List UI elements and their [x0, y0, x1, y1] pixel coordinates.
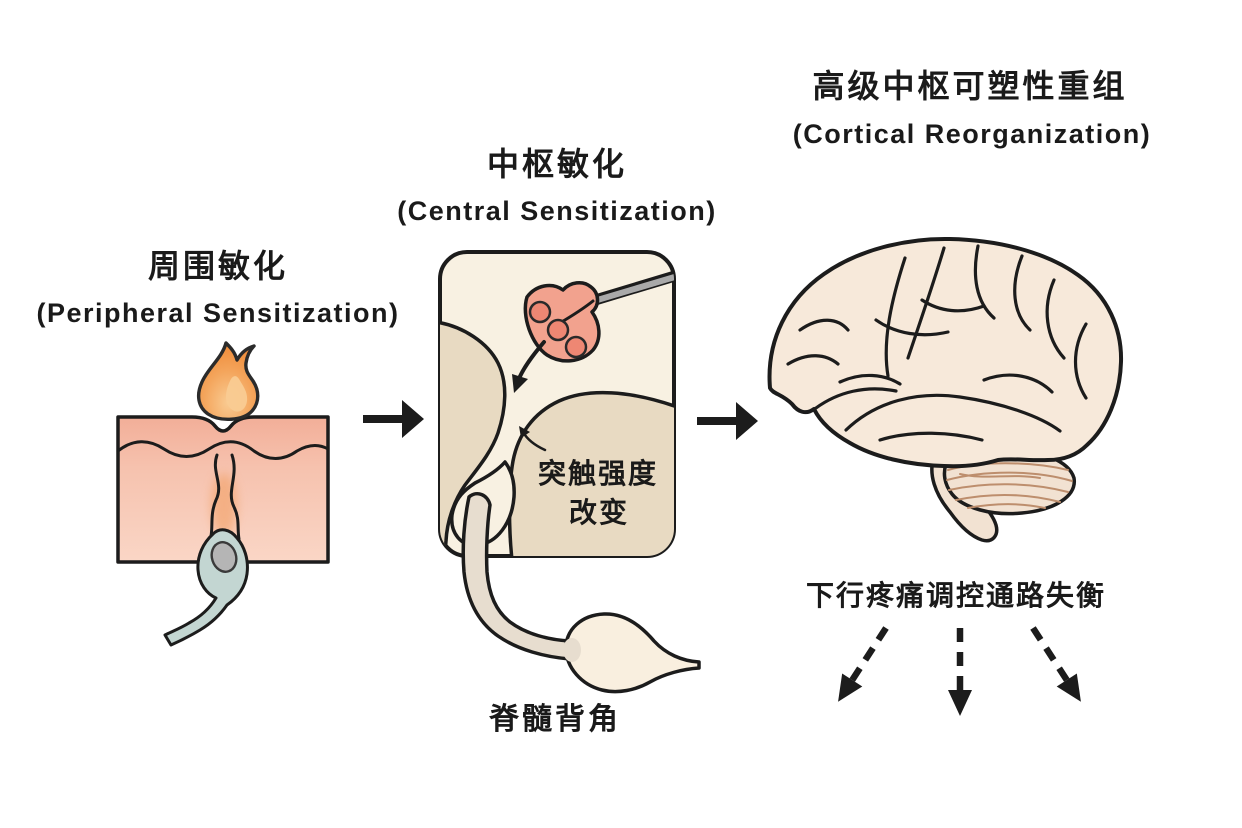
stage1-title-zh: 周围敏化: [147, 248, 289, 284]
synapse-arrow-icon: [512, 340, 546, 393]
stage2-title-en: (Central Sensitization): [397, 196, 717, 226]
dashed-arrow-icon: [838, 626, 889, 702]
vesicle-icon: [546, 318, 570, 342]
nerve-fiber-right-line: [229, 453, 241, 541]
dorsal-horn-panel-icon: [438, 250, 676, 558]
axon-end-cap: [563, 638, 581, 662]
spinal-dorsal-horn-label: 脊髓背角: [489, 703, 621, 736]
nerve-fiber-left-line: [209, 453, 221, 538]
flow-arrow-icon: [697, 402, 758, 440]
stage1-title-en: (Peripheral Sensitization): [36, 298, 400, 328]
vesicle-icon: [528, 300, 552, 324]
dashed-arrow-icon: [948, 628, 972, 716]
neuron-nucleus: [210, 541, 238, 573]
descending-pathway-label: 下行疼痛调控通路失衡: [805, 580, 1107, 611]
flame-outer: [196, 341, 260, 421]
label-pointer-arrow-icon: [519, 426, 547, 452]
cerebrum: [767, 236, 1124, 469]
skin-cross-section-icon: [116, 415, 330, 564]
flame-inner: [226, 376, 248, 412]
flow-arrow-icon: [363, 400, 424, 438]
stage3-title-zh: 高级中枢可塑性重组: [812, 68, 1128, 104]
descending-arrows: [838, 626, 1081, 716]
vesicle-icon: [564, 335, 588, 359]
cable-icon: [583, 273, 674, 307]
drg-neuron-icon: [461, 492, 701, 694]
brain-gyri-lines: [786, 244, 1088, 442]
flame-icon: [196, 341, 260, 421]
nociceptor-neuron-icon: [163, 528, 249, 647]
synaptic-strength-label-line2: 改变: [568, 497, 630, 528]
dashed-arrow-icon: [1030, 626, 1081, 702]
stage3-title-en: (Cortical Reorganization): [792, 119, 1152, 149]
synaptic-strength-label-line1: 突触强度: [537, 458, 659, 489]
projection-axon-tube: [461, 492, 572, 661]
stage2-title-zh: 中枢敏化: [486, 146, 628, 182]
epidermis-wave-line: [116, 440, 330, 460]
brain-icon: [767, 236, 1124, 543]
ganglion-bulge: [564, 612, 701, 694]
